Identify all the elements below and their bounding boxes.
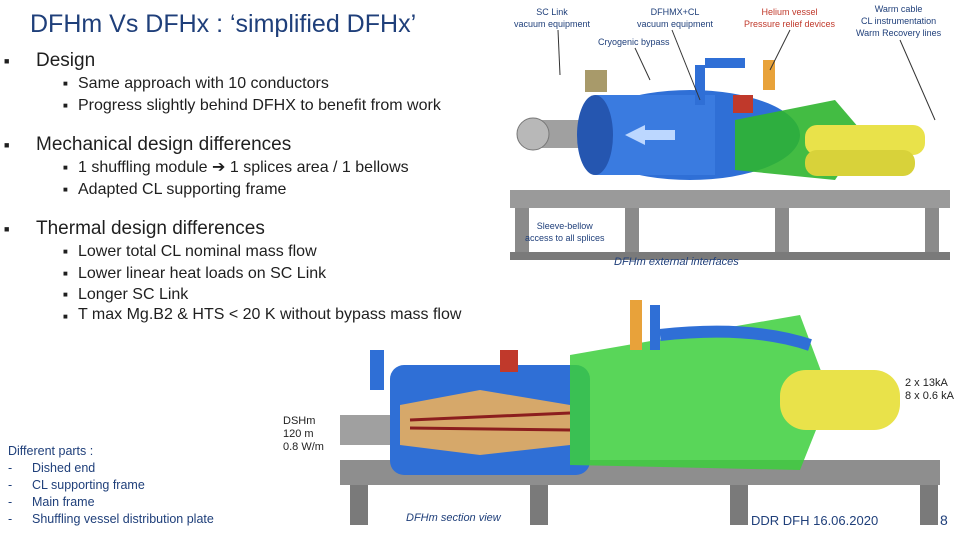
section-item: Same approach with 10 conductors xyxy=(78,75,329,92)
label-line: DSHm xyxy=(283,415,316,427)
footer-text: DDR DFH 16.06.2020 xyxy=(751,513,879,528)
label-section-view: DFHm section view xyxy=(406,512,501,524)
section-item: 1 shuffling module ➔ 1 splices area / 1 … xyxy=(78,159,409,176)
label-line: vacuum equipment xyxy=(637,19,714,29)
label-line: 2 x 13kA xyxy=(905,377,948,389)
sub-bullet-marker: ■ xyxy=(63,163,68,172)
section-heading-mechanical: Mechanical design differences xyxy=(36,134,292,155)
label-sleeve-bellow: Sleeve-bellow access to all splices xyxy=(525,220,605,244)
dfhm-section-view xyxy=(330,295,960,530)
section-item: Lower linear heat loads on SC Link xyxy=(78,265,327,282)
label-line: Helium vessel xyxy=(761,7,818,17)
label-cryogenic-bypass: Cryogenic bypass xyxy=(598,37,670,47)
sub-bullet-marker: ■ xyxy=(63,185,68,194)
label-dfhmx: DFHMX+CL vacuum equipment xyxy=(637,6,713,30)
label-sc-link: SC Link vacuum equipment xyxy=(514,6,590,30)
bullet-marker: ■ xyxy=(4,56,10,66)
section-item: Lower total CL nominal mass flow xyxy=(78,243,317,260)
label-line: access to all splices xyxy=(525,233,605,243)
section-item: T max Mg.B2 & HTS < 20 K without bypass … xyxy=(78,306,462,323)
sub-bullet-marker: ■ xyxy=(63,269,68,278)
label-line: 120 m xyxy=(283,428,314,440)
label-line: vacuum equipment xyxy=(514,19,591,29)
label-line: 0.8 W/m xyxy=(283,441,324,453)
section-heading-design: Design xyxy=(36,50,96,71)
sub-bullet-marker: ■ xyxy=(63,312,68,321)
list-item-label: Main frame xyxy=(32,495,95,509)
label-external-interfaces: DFHm external interfaces xyxy=(614,256,739,268)
list-item-label: Shuffling vessel distribution plate xyxy=(32,512,214,526)
sub-bullet-marker: ■ xyxy=(63,247,68,256)
section-item: Adapted CL supporting frame xyxy=(78,181,287,198)
label-line: Warm cable xyxy=(874,4,923,14)
section-item: Longer SC Link xyxy=(78,286,189,303)
label-helium: Helium vessel Pressure relief devices xyxy=(744,6,835,30)
label-line: Sleeve-bellow xyxy=(536,221,593,231)
dfhm-3d-model-top xyxy=(505,40,960,265)
section-item: Progress slightly behind DFHX to benefit… xyxy=(78,97,441,114)
list-item-label: Dished end xyxy=(32,461,96,475)
page-number: 8 xyxy=(940,512,948,528)
sub-bullet-marker: ■ xyxy=(63,290,68,299)
bullet-marker: ■ xyxy=(4,224,10,234)
slide-title: DFHm Vs DFHx : ‘simplified DFHx’ xyxy=(30,10,417,38)
sub-bullet-marker: ■ xyxy=(63,101,68,110)
list-item-label: CL supporting frame xyxy=(32,478,145,492)
label-line: 8 x 0.6 kA xyxy=(905,390,954,402)
bullet-marker: ■ xyxy=(4,140,10,150)
label-dshm: DSHm 120 m 0.8 W/m xyxy=(283,415,324,454)
label-line: Pressure relief devices xyxy=(744,19,836,29)
list-item: -CL supporting frame xyxy=(8,478,145,492)
sub-bullet-marker: ■ xyxy=(63,79,68,88)
section-heading-thermal: Thermal design differences xyxy=(36,218,265,239)
label-line: Warm Recovery lines xyxy=(856,28,942,38)
label-line: SC Link xyxy=(536,7,568,17)
list-item: -Main frame xyxy=(8,495,95,509)
label-current-rating: 2 x 13kA 8 x 0.6 kA xyxy=(905,377,954,403)
different-parts-list: Different parts : -Dished end -CL suppor… xyxy=(8,443,214,528)
label-line: CL instrumentation xyxy=(860,16,937,26)
list-item: -Shuffling vessel distribution plate xyxy=(8,512,214,526)
different-parts-title: Different parts : xyxy=(8,444,94,458)
label-line: DFHMX+CL xyxy=(650,7,700,17)
list-item: -Dished end xyxy=(8,461,96,475)
label-warm-cable: Warm cable CL instrumentation Warm Recov… xyxy=(856,3,941,39)
